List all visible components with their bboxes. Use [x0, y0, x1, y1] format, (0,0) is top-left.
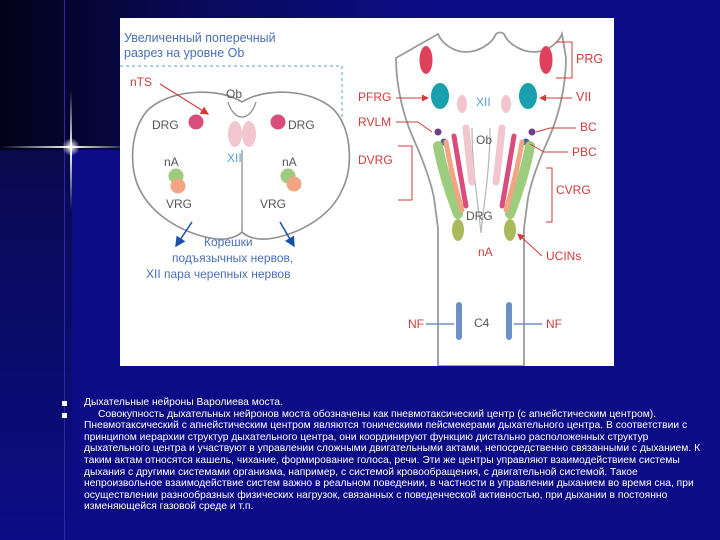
xii-upper-right — [501, 95, 511, 113]
prg-nucleus-right — [540, 46, 553, 74]
label-ob-brainstem: Ob — [476, 133, 492, 147]
label-vrg-right: VRG — [260, 197, 286, 211]
label-xii-section: XII — [227, 151, 242, 165]
label-nf-left: NF — [408, 317, 424, 331]
bullet-square-icon — [62, 409, 84, 418]
drg-nucleus-right — [271, 115, 286, 130]
label-na-brainstem: nA — [478, 245, 493, 259]
xii-upper-left — [457, 95, 467, 113]
phrenic-bar-left — [456, 302, 462, 340]
label-ucins: UCINs — [546, 249, 581, 263]
label-xii-brainstem: XII — [476, 95, 491, 109]
dvrg-bracket — [398, 146, 412, 200]
slide-text: Дыхательные нейроны Варолиева моста. Сов… — [62, 397, 702, 513]
bullet-item-1: Дыхательные нейроны Варолиева моста. — [62, 397, 702, 409]
label-drg-right: DRG — [288, 118, 315, 132]
hypoglossal-nucleus-right — [242, 121, 256, 147]
bullet-text-2: Совокупность дыхательных нейронов моста … — [84, 409, 702, 513]
bullet-text-1: Дыхательные нейроны Варолиева моста. — [84, 397, 283, 409]
caption-line1: Корешки — [204, 235, 253, 249]
label-nf-right: NF — [546, 317, 562, 331]
ucins-nucleus-right — [504, 219, 516, 241]
label-prg: PRG — [576, 52, 603, 66]
ucins-nucleus-left — [452, 219, 464, 241]
respiratory-center-figure: Увеличенный поперечный разрез на уровне … — [120, 18, 614, 366]
pfrg-nucleus-left — [431, 83, 449, 109]
bullet-square-icon — [62, 397, 84, 406]
caption-line2: подъязычных нервов, — [172, 251, 293, 265]
phrenic-bar-right — [506, 302, 512, 340]
rvlm-dot-left — [435, 129, 442, 136]
label-pfrg: PFRG — [358, 90, 391, 104]
bullet-item-2: Совокупность дыхательных нейронов моста … — [62, 409, 702, 513]
label-pbc: PBC — [572, 145, 597, 159]
label-vrg-left: VRG — [166, 197, 192, 211]
drg-nucleus-left — [189, 115, 204, 130]
caption-line3: XII пара черепных нервов — [146, 267, 290, 281]
label-ob-section: Ob — [226, 87, 242, 101]
label-vii: VII — [576, 90, 591, 104]
cross-section-title-line1: Увеличенный поперечный — [124, 31, 276, 45]
cvrg-bracket — [546, 168, 552, 222]
label-bc: BC — [580, 120, 597, 134]
prg-nucleus-left — [420, 46, 433, 74]
label-nts: nTS — [130, 75, 152, 89]
light-flare-center — [62, 138, 80, 156]
label-na-right: nA — [282, 155, 297, 169]
hypoglossal-nucleus-left — [228, 121, 242, 147]
vii-nucleus-right — [519, 83, 537, 109]
label-drg-brainstem: DRG — [466, 209, 493, 223]
bc-dot-right — [529, 129, 536, 136]
label-na-left: nA — [164, 155, 179, 169]
label-rvlm: RVLM — [358, 115, 391, 129]
diagram-svg: Увеличенный поперечный разрез на уровне … — [120, 18, 614, 366]
vrg-nucleus-left — [171, 179, 186, 194]
vrg-nucleus-right — [287, 177, 302, 192]
label-cvrg: CVRG — [556, 183, 591, 197]
label-drg-left: DRG — [152, 118, 179, 132]
cross-section-title-line2: разрез на уровне Ob — [124, 46, 244, 60]
label-dvrg: DVRG — [358, 153, 393, 167]
label-c4: C4 — [474, 316, 490, 330]
